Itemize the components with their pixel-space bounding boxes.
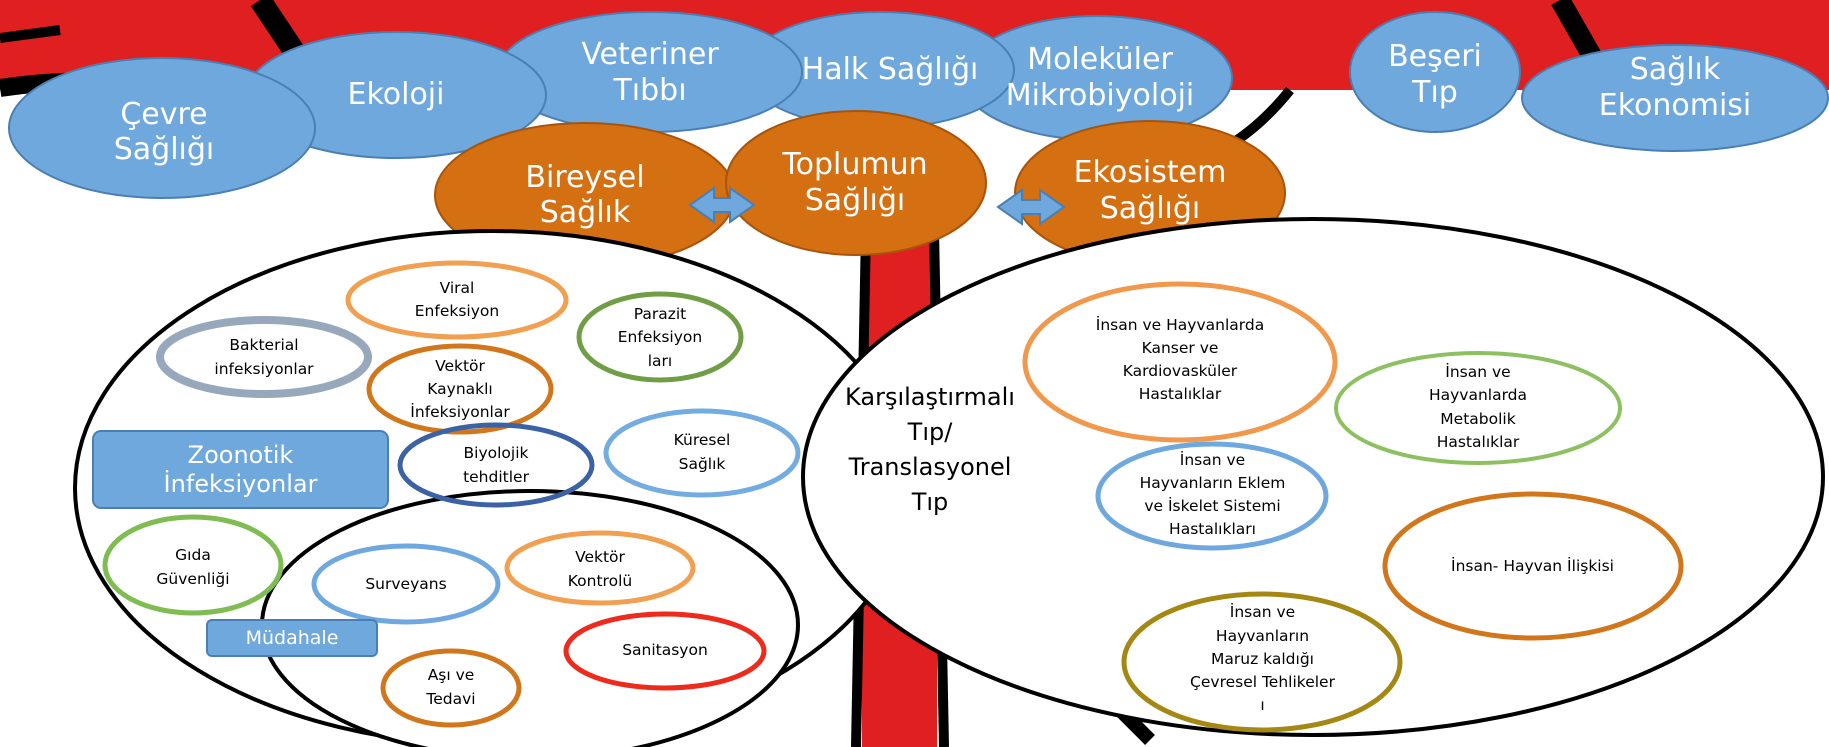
intervention-title: Müdahale xyxy=(245,626,339,649)
topic-label: Biyolojik tehditler xyxy=(463,444,529,486)
topic-label: İnsan ve Hayvanlarda Metabolik Hastalıkl… xyxy=(1428,363,1528,451)
ring-bio-threats xyxy=(397,422,595,508)
topic-label: Aşı ve Tedavi xyxy=(426,666,476,708)
ring-parasite xyxy=(576,291,744,383)
topic-label: Gıda Güvenliği xyxy=(156,546,230,588)
double-arrow-right xyxy=(996,188,1066,226)
ring-vector-borne xyxy=(366,343,554,435)
discipline-label: Moleküler Mikrobiyoloji xyxy=(1005,42,1195,113)
topic-label: Vektör Kaynaklı İnfeksiyonlar xyxy=(410,356,510,422)
topic-label: İnsan ve Hayvanların Maruz kaldığı Çevre… xyxy=(1190,603,1335,715)
ring-vaccine xyxy=(380,648,522,728)
topic-label: Parazit Enfeksiyon ları xyxy=(617,305,703,370)
discipline-label: Çevre Sağlığı xyxy=(113,96,215,167)
translational-big-ellipse xyxy=(801,217,1825,737)
intervention-box xyxy=(206,619,378,657)
health-level-label: Toplumun Sağlığı xyxy=(782,147,928,218)
ring-surveillance xyxy=(311,543,501,625)
ring-relationship xyxy=(1382,491,1684,641)
discipline-ellipse xyxy=(1349,11,1521,133)
topic-label: Sanitasyon xyxy=(622,641,708,660)
ring-cancer xyxy=(1022,281,1338,443)
ring-bacterial xyxy=(156,316,372,398)
topic-label: Vektör Kontrolü xyxy=(567,548,633,590)
zoonotic-title: Zoonotik İnfeksiyonlar xyxy=(163,441,318,498)
topic-label: Surveyans xyxy=(365,575,447,594)
ring-sanitation xyxy=(563,611,767,691)
discipline-label: Halk Sağlığı xyxy=(801,52,979,88)
double-arrow-left xyxy=(688,186,756,224)
topic-label: İnsan- Hayvan İlişkisi xyxy=(1451,557,1614,576)
ring-vector-control xyxy=(504,530,696,606)
discipline-label: Ekoloji xyxy=(347,77,445,113)
health-level-ellipse xyxy=(725,110,987,256)
discipline-label: Veteriner Tıbbı xyxy=(581,37,719,108)
zoonotic-box xyxy=(92,430,389,509)
topic-label: Bakterial infeksiyonlar xyxy=(214,336,314,378)
discipline-label: Sağlık Ekonomisi xyxy=(1598,52,1752,123)
ring-metabolic xyxy=(1334,351,1622,465)
topic-label: Viral Enfeksiyon xyxy=(414,278,500,320)
discipline-label: Beşeri Tıp xyxy=(1388,39,1482,110)
health-level-label: Ekosistem Sağlığı xyxy=(1073,155,1227,226)
ring-joint xyxy=(1095,441,1329,551)
topic-label: İnsan ve Hayvanlarda Kanser ve Kardiovas… xyxy=(1095,315,1265,404)
translational-title: Karşılaştırmalı Tıp/ Translasyonel Tıp xyxy=(845,383,1015,516)
discipline-ellipse xyxy=(8,57,316,199)
ring-global-health xyxy=(603,408,801,498)
topic-label: İnsan ve Hayvanların Eklem ve İskelet Si… xyxy=(1139,450,1286,539)
ring-food-safety xyxy=(102,514,284,616)
ring-viral xyxy=(345,260,569,340)
ring-environment xyxy=(1121,591,1403,733)
discipline-ellipse xyxy=(1521,44,1829,152)
health-level-label: Bireysel Sağlık xyxy=(525,159,645,230)
topic-label: Küresel Sağlık xyxy=(673,431,731,473)
